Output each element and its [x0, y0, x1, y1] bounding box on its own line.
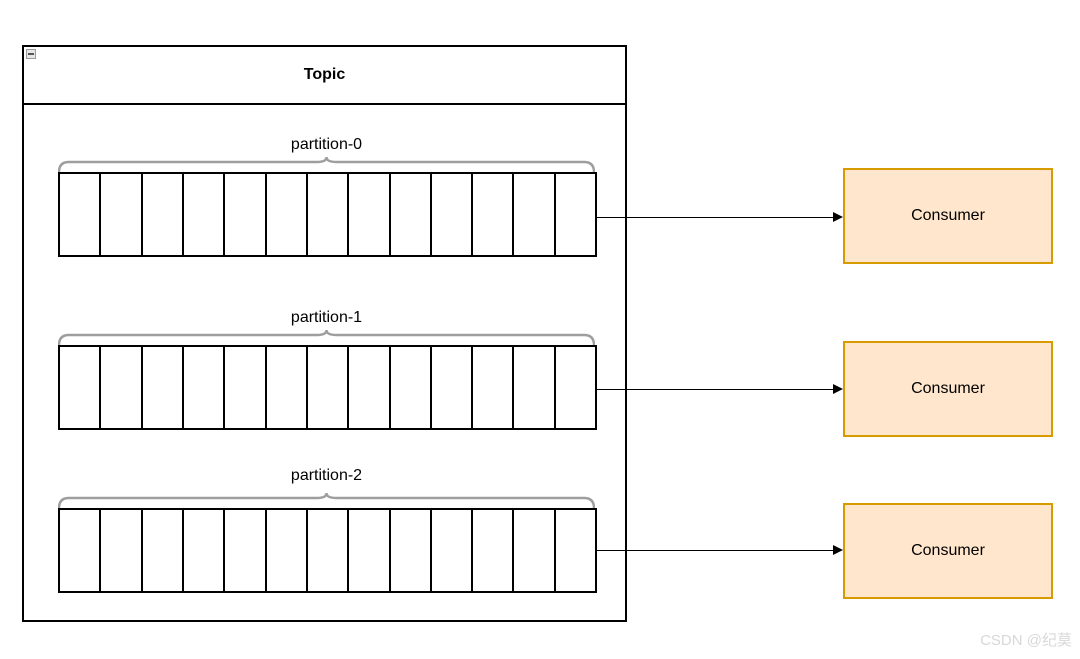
message-slot	[183, 510, 226, 591]
message-slot	[514, 510, 556, 591]
message-slot	[555, 347, 596, 428]
message-slot	[390, 174, 432, 255]
message-slot	[142, 347, 184, 428]
message-slot	[514, 174, 556, 255]
message-slot	[307, 347, 350, 428]
message-slot	[266, 347, 308, 428]
message-slot	[349, 510, 391, 591]
message-slot	[183, 347, 226, 428]
message-slot	[60, 174, 102, 255]
collapse-minus-icon	[26, 49, 36, 59]
partition-2-label: partition-2	[290, 467, 363, 484]
message-slot	[555, 510, 596, 591]
partition-1-label: partition-1	[290, 309, 363, 326]
message-slot	[142, 174, 184, 255]
message-slot	[349, 347, 391, 428]
message-slot	[431, 510, 474, 591]
message-slot	[266, 174, 308, 255]
partition-0-row	[58, 172, 597, 257]
message-slot	[101, 510, 143, 591]
consumer-box-0: Consumer	[843, 168, 1053, 264]
arrow-partition-1-to-consumer	[597, 384, 843, 395]
message-slot	[60, 347, 102, 428]
message-slot	[349, 174, 391, 255]
message-slot	[473, 174, 515, 255]
message-slot	[266, 510, 308, 591]
message-slot	[555, 174, 596, 255]
arrow-partition-2-to-consumer	[597, 545, 843, 556]
curly-brace-icon	[58, 492, 595, 509]
partition-0-label: partition-0	[290, 136, 363, 153]
message-slot	[307, 510, 350, 591]
message-slot	[225, 174, 267, 255]
message-slot	[390, 347, 432, 428]
message-slot	[473, 347, 515, 428]
arrowhead-icon	[833, 384, 843, 394]
csdn-watermark: CSDN @纪莫	[980, 632, 1072, 649]
message-slot	[307, 174, 350, 255]
curly-brace-icon	[58, 329, 595, 346]
arrow-line	[597, 389, 835, 390]
minus-glyph	[28, 53, 34, 55]
consumer-box-1: Consumer	[843, 341, 1053, 437]
curly-brace-icon	[58, 156, 595, 173]
topic-title: Topic	[303, 66, 346, 83]
arrow-line	[597, 217, 835, 218]
arrow-partition-0-to-consumer	[597, 212, 843, 223]
message-slot	[431, 347, 474, 428]
partition-2-row	[58, 508, 597, 593]
message-slot	[183, 174, 226, 255]
arrow-line	[597, 550, 835, 551]
message-slot	[225, 510, 267, 591]
message-slot	[514, 347, 556, 428]
topic-header: Topic	[24, 47, 625, 105]
message-slot	[101, 347, 143, 428]
message-slot	[225, 347, 267, 428]
message-slot	[142, 510, 184, 591]
message-slot	[60, 510, 102, 591]
message-slot	[101, 174, 143, 255]
arrowhead-icon	[833, 212, 843, 222]
partition-1-row	[58, 345, 597, 430]
arrowhead-icon	[833, 545, 843, 555]
message-slot	[431, 174, 474, 255]
consumer-box-2: Consumer	[843, 503, 1053, 599]
message-slot	[390, 510, 432, 591]
message-slot	[473, 510, 515, 591]
